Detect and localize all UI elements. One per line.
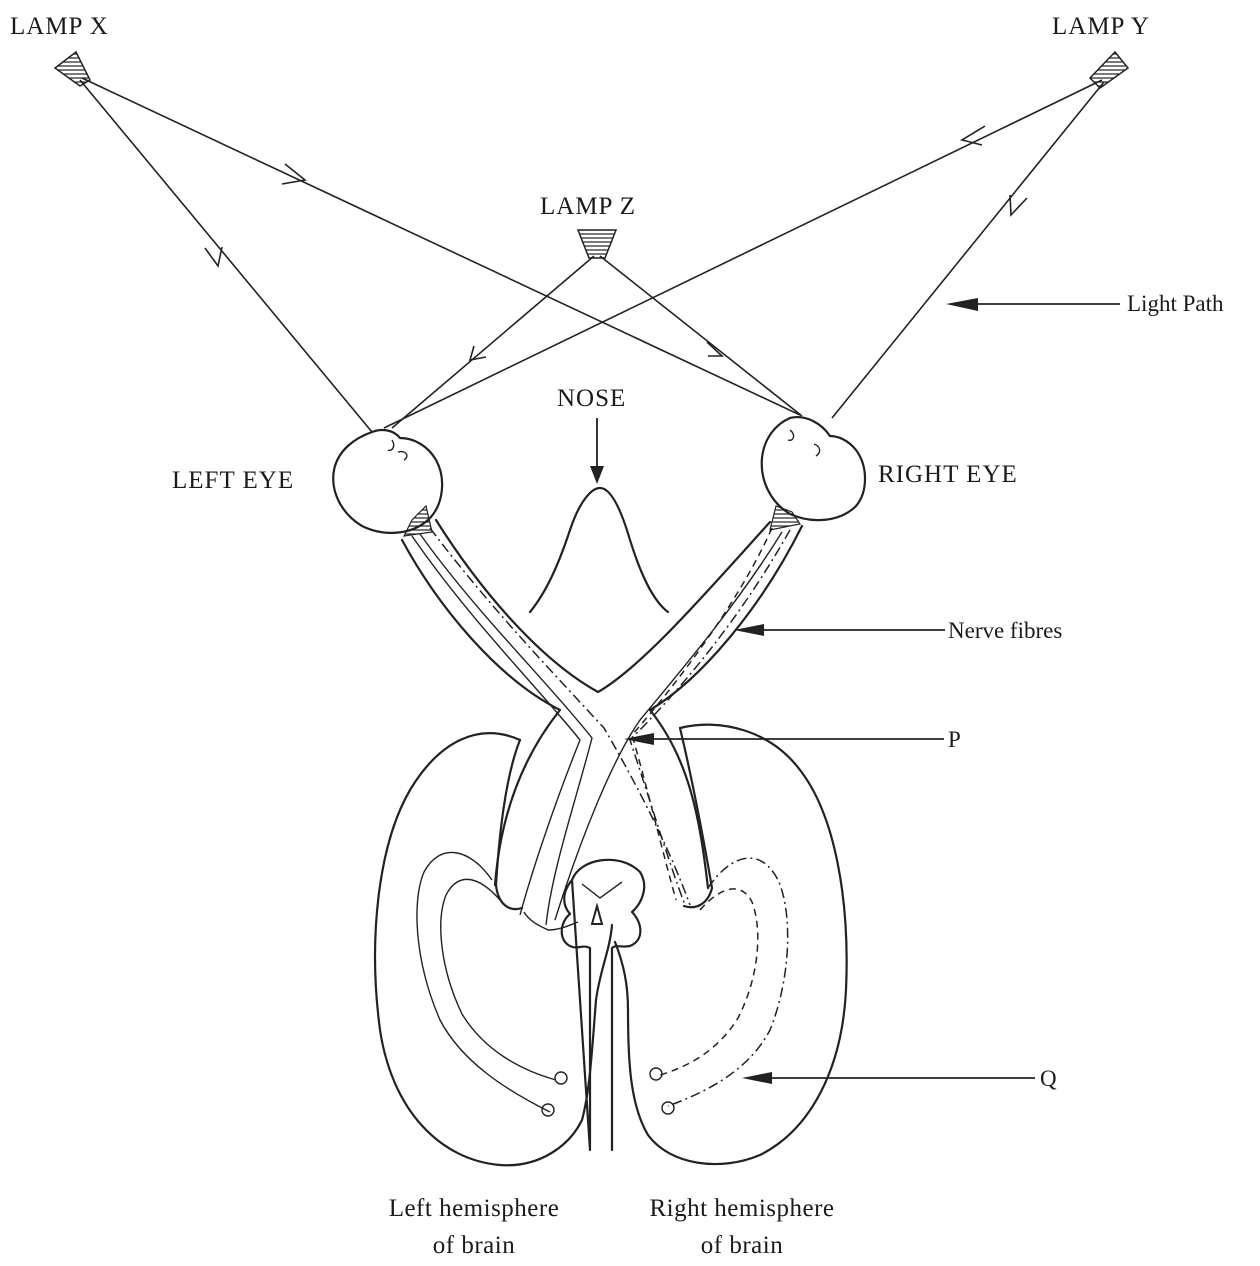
right-optic-radiation-outer [668,858,788,1106]
right-hemisphere-caption-line1: Right hemisphere [649,1195,834,1222]
right-hemisphere-caption-line2: of brain [701,1232,783,1259]
left-eye-label: LEFT EYE [172,467,294,494]
nerve-fibres-label: Nerve fibres [948,618,1062,643]
left-nerve-inner-edge [436,520,770,692]
ray-z-right-eye-arrow [707,342,722,356]
lamp-z-icon [578,230,616,258]
lamp-z-label: LAMP Z [540,193,636,220]
right-nerve-outer-edge [650,526,802,888]
midbrain [562,860,644,1150]
right-hemisphere [615,725,847,1164]
left-hemisphere-inner-wall [496,740,522,909]
midbrain-notch [582,882,622,898]
right-nerve-head [770,506,800,530]
q-callout: Q [742,1066,1057,1091]
left-hemisphere-caption-line2: of brain [433,1232,515,1259]
left-optic-radiation-inner [441,879,556,1080]
ray-z-left-eye-arrow [470,346,486,360]
left-hemisphere-caption: Left hemisphere of brain [389,1195,560,1259]
optic-nerves [402,506,802,925]
ray-y-left-eye-arrow [962,126,985,145]
right-eye-globe [762,417,865,520]
lamp-x: LAMP X [10,13,109,86]
left-hemisphere-caption-line1: Left hemisphere [389,1195,560,1222]
right-nerve-crossing-fibres [630,530,790,905]
ray-x-left-eye [80,80,372,432]
ray-y-left-eye [384,80,1102,428]
lamp-y-label: LAMP Y [1052,13,1150,40]
left-eye-inner [388,440,407,460]
ray-y-right-eye [832,82,1104,418]
lamp-x-icon [55,52,90,86]
lamp-y: LAMP Y [1052,13,1150,88]
left-nerve-strand-a [412,536,580,915]
p-label: P [948,727,961,752]
left-cortex-point-upper [555,1072,567,1084]
midbrain-outline [562,860,644,1150]
light-path-pointer-arrowhead [946,298,978,311]
left-nerve-head [404,506,432,536]
right-optic-radiation-inner [660,889,758,1075]
right-hemisphere-outline [615,725,847,1164]
q-label: Q [1040,1066,1057,1091]
aqueduct-icon [592,906,602,924]
lamp-z: LAMP Z [540,193,636,258]
nose-pointer-arrowhead [590,466,604,484]
right-eye-inner [788,430,820,456]
left-cortex-point-lower [542,1104,554,1116]
p-pointer-arrowhead [624,733,654,745]
left-nerve-strand-b [420,534,592,925]
ray-y-right-eye-arrow [1010,195,1027,215]
right-nerve-strand-a [555,532,782,920]
left-optic-radiation-outer [417,852,550,1112]
q-pointer-arrowhead [742,1072,772,1084]
right-eye-label: RIGHT EYE [878,461,1018,488]
nose-outline [530,488,668,612]
nose: NOSE [530,385,668,612]
right-hemisphere-caption: Right hemisphere of brain [649,1195,834,1259]
right-cortex-point-lower [662,1102,674,1114]
light-path-callout: Light Path [946,291,1224,316]
lamp-x-label: LAMP X [10,13,109,40]
light-path-label: Light Path [1127,291,1224,316]
ray-x-left-eye-arrow [205,247,222,266]
right-cortex-point-upper [650,1068,662,1080]
ray-x-right-eye [82,78,800,415]
nerve-fibres-callout: Nerve fibres [734,618,1062,643]
nose-label: NOSE [557,385,626,412]
right-eye [762,417,865,520]
